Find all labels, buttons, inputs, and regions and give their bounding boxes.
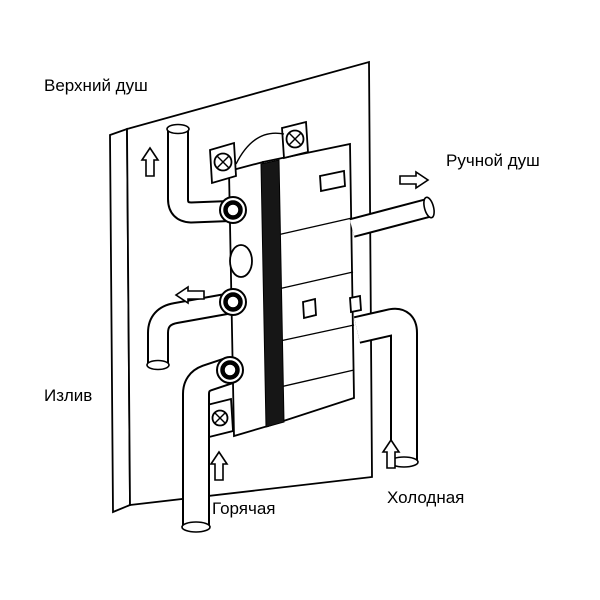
flow-arrows (140, 146, 430, 481)
shower-valve-body (206, 120, 362, 439)
valve-side-tab (349, 294, 362, 314)
valve-oval-feature (229, 244, 253, 278)
label-hot: Горячая (212, 499, 276, 518)
valve-dark-band (260, 159, 285, 428)
arrow-left-spout-icon (174, 285, 205, 305)
label-spout: Излив (44, 386, 92, 405)
top-shower-pipe (166, 123, 231, 224)
port-top-shower (219, 196, 247, 224)
valve-top-mount-right (281, 120, 309, 160)
screw-cross-icon (214, 412, 226, 424)
pipe-open-end (166, 123, 190, 135)
valve-clip (302, 297, 317, 320)
arrow-up-cold-icon (381, 438, 401, 469)
label-cold: Холодная (387, 488, 464, 507)
pipe-open-end (181, 521, 211, 533)
arrow-up-top-shower-icon (140, 146, 160, 177)
hand-shower-pipe (349, 196, 435, 238)
valve-bottom-mount (206, 397, 234, 439)
valve-top-notch (319, 169, 346, 193)
label-top-shower: Верхний душ (44, 76, 148, 95)
port-spout (219, 288, 247, 316)
spout-pipe (146, 292, 234, 371)
labels: Верхний душ Ручной душ Излив Горячая Хол… (44, 76, 540, 518)
valve-top-mount-left (209, 141, 237, 185)
pipe-open-end (423, 196, 435, 219)
valve-bracket-arc (235, 132, 285, 165)
valve-ports (216, 196, 247, 384)
arrow-right-hand-shower-icon (399, 170, 430, 190)
screw-cross-icon (216, 155, 230, 169)
arrow-up-hot-icon (209, 450, 229, 481)
pipes (146, 123, 435, 533)
port-hot (216, 356, 244, 384)
pipe-open-end (146, 359, 170, 371)
hot-inlet-pipe (181, 357, 233, 533)
screw-cross-icon (288, 132, 302, 146)
label-hand-shower: Ручной душ (446, 151, 540, 170)
